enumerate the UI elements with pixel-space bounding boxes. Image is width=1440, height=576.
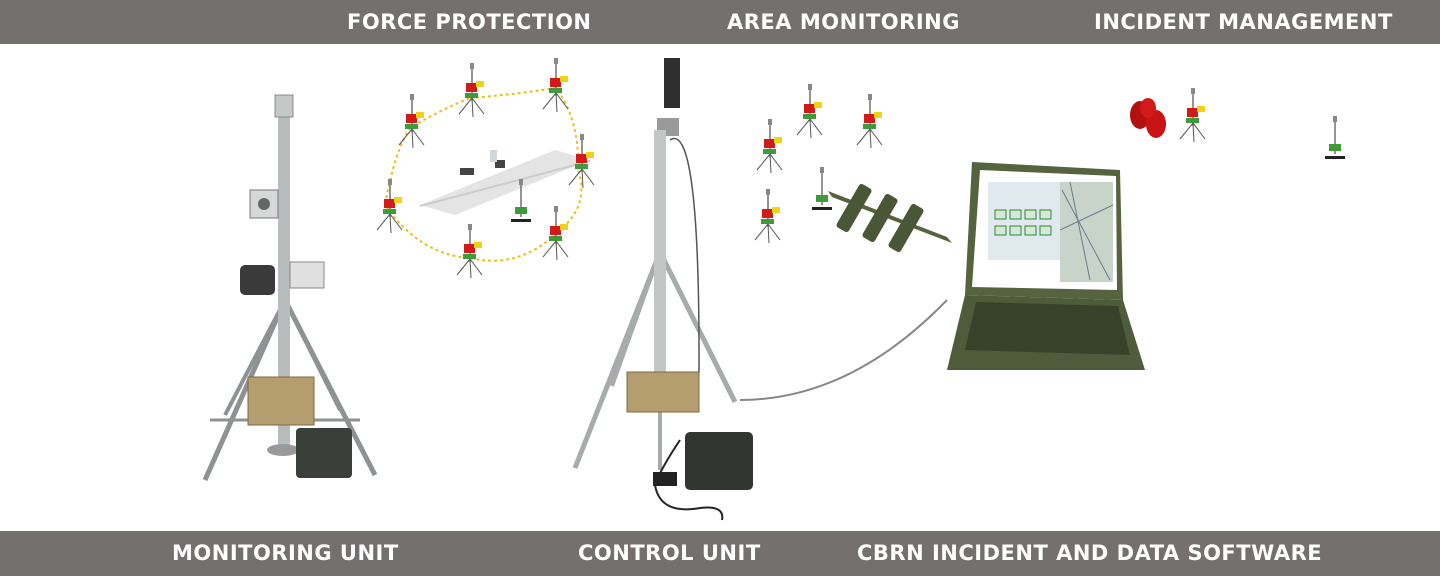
bottom-banner: MONITORING UNIT CONTROL UNIT CBRN INCIDE… bbox=[0, 531, 1440, 576]
top-banner: FORCE PROTECTION AREA MONITORING INCIDEN… bbox=[0, 0, 1440, 44]
area-monitoring-label: AREA MONITORING bbox=[727, 10, 960, 34]
incident-management-sensors bbox=[1130, 87, 1346, 160]
rugged-laptop bbox=[947, 162, 1145, 370]
control-unit-tripod bbox=[572, 58, 753, 521]
incident-management-label: INCIDENT MANAGEMENT bbox=[1094, 10, 1393, 34]
control-unit-label: CONTROL UNIT bbox=[578, 541, 761, 565]
monitoring-unit-label: MONITORING UNIT bbox=[172, 541, 399, 565]
product-illustration bbox=[202, 57, 1346, 521]
monitoring-unit-tripod bbox=[202, 94, 378, 482]
area-monitoring-sensors bbox=[739, 83, 952, 401]
force-protection-label: FORCE PROTECTION bbox=[347, 10, 592, 34]
cbrn-software-label: CBRN INCIDENT AND DATA SOFTWARE bbox=[857, 541, 1323, 565]
force-protection-perimeter bbox=[376, 57, 595, 279]
